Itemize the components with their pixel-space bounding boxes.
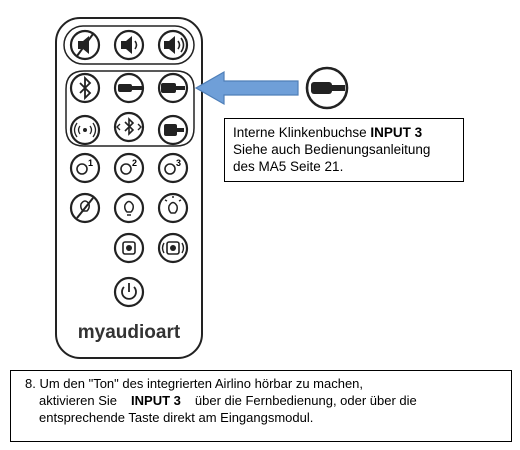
input3-callout: Interne Klinkenbuchse INPUT 3 Siehe auch… (224, 118, 464, 182)
note-line-2: aktivieren Sie INPUT 3 über die Fernbedien… (25, 392, 503, 409)
note-line-3: entsprechende Taste direkt am Eingangsmo… (39, 410, 314, 425)
note-line-1: 8. Um den "Ton" des integrierten Airlino… (25, 376, 364, 391)
bluetooth-icon[interactable] (69, 72, 101, 104)
input-group (65, 70, 195, 147)
input2-plug-icon[interactable] (113, 72, 145, 104)
volume-down-icon[interactable] (113, 29, 145, 61)
input3-plug-icon[interactable] (157, 72, 189, 104)
light-mode-1-icon[interactable]: 1 (69, 152, 101, 184)
bluetooth-arrows-icon[interactable] (113, 111, 145, 143)
remote-illustration: 1 2 3 my (55, 17, 349, 359)
callout-line-1: Interne Klinkenbuchse INPUT 3 (233, 124, 455, 141)
wireless-icon[interactable] (69, 114, 101, 146)
input-plug-icon[interactable] (157, 114, 189, 146)
speaker-large-icon[interactable] (157, 232, 189, 264)
callout-input-label: INPUT 3 (370, 125, 423, 140)
light-off-icon[interactable] (69, 192, 101, 224)
power-icon[interactable] (113, 276, 145, 308)
callout-line-2: Siehe auch Bedienungsanleitung (233, 142, 431, 157)
instruction-note: 8. Um den "Ton" des integrierten Airlino… (10, 370, 512, 442)
note-text: aktivieren Sie (39, 393, 118, 408)
pointer-arrow (194, 70, 299, 106)
callout-line-3: des MA5 Seite 21. (233, 159, 344, 174)
brand-logo: myaudioart (78, 322, 181, 343)
svg-text:2: 2 (132, 158, 137, 168)
light-mode-3-icon[interactable]: 3 (157, 152, 189, 184)
light-bright-icon[interactable] (157, 192, 189, 224)
svg-text:1: 1 (88, 158, 93, 168)
row-1-group (63, 25, 195, 65)
light-dim-icon[interactable] (113, 192, 145, 224)
mute-icon[interactable] (69, 29, 101, 61)
note-text-suffix: über die Fernbedienung, oder über die (194, 393, 417, 408)
light-mode-2-icon[interactable]: 2 (113, 152, 145, 184)
note-input-label: INPUT 3 (131, 393, 181, 408)
svg-text:3: 3 (176, 158, 181, 168)
volume-up-icon[interactable] (157, 29, 189, 61)
input3-plug-large-icon (305, 66, 349, 110)
remote-body (55, 17, 203, 359)
callout-text: Interne Klinkenbuchse (233, 125, 371, 140)
speaker-small-icon[interactable] (113, 232, 145, 264)
